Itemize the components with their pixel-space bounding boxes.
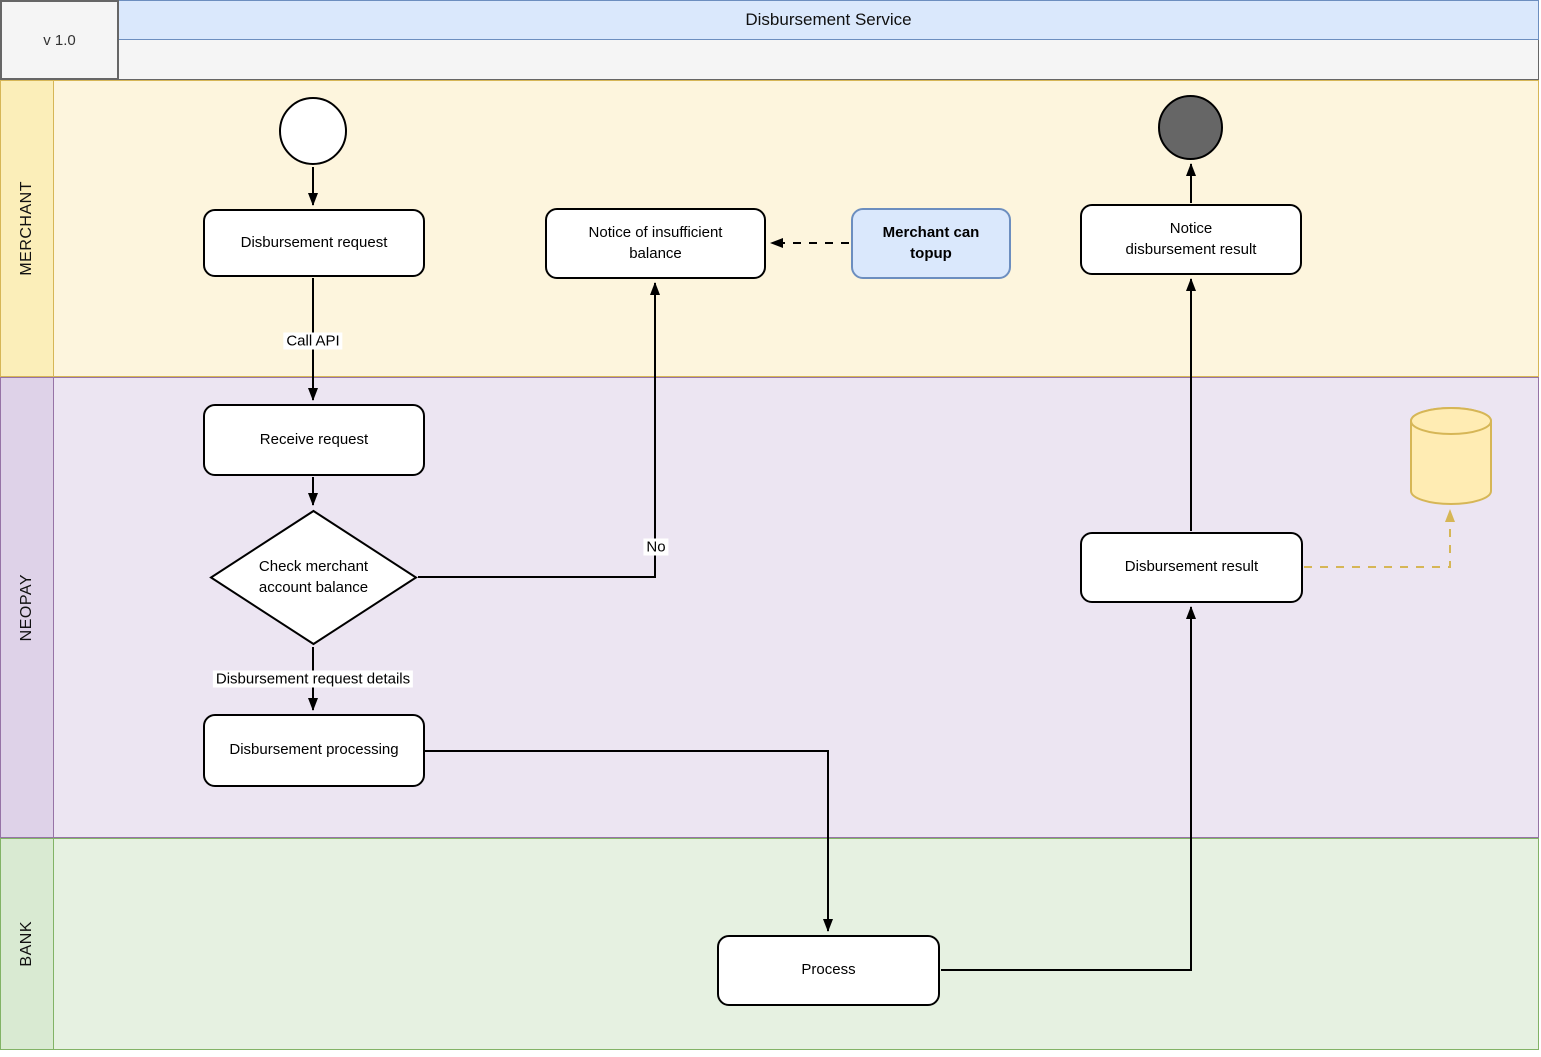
page-title: Disbursement Service bbox=[745, 10, 912, 29]
task-notice-insufficient-balance[interactable]: Notice of insufficient balance bbox=[545, 208, 766, 279]
lane-neopay-title-strip[interactable]: NEOPAY bbox=[1, 378, 54, 837]
decision-label: Check merchant account balance bbox=[258, 558, 369, 596]
task-label: Process bbox=[801, 961, 856, 979]
lane-merchant-label: MERCHANT bbox=[18, 181, 35, 276]
decision-diamond-shape bbox=[209, 509, 418, 646]
lane-bank-title-strip[interactable]: BANK bbox=[1, 839, 54, 1049]
header-sub-bar bbox=[118, 39, 1539, 80]
lane-neopay-label: NEOPAY bbox=[18, 573, 35, 642]
task-label: Disbursement processing bbox=[229, 741, 399, 759]
task-label-line2: balance bbox=[629, 244, 682, 262]
note-label-line2: topup bbox=[910, 244, 952, 262]
task-notice-disbursement-result[interactable]: Notice disbursement result bbox=[1080, 204, 1302, 275]
note-merchant-can-topup[interactable]: Merchant can topup bbox=[851, 208, 1011, 279]
task-label: Receive request bbox=[259, 430, 369, 448]
task-label: Disbursement request bbox=[240, 233, 388, 251]
datastore-cylinder-icon[interactable] bbox=[1410, 407, 1492, 506]
task-label-line1: Notice bbox=[1169, 220, 1213, 238]
edge-label-call-api: Call API bbox=[283, 332, 343, 350]
version-box: v 1.0 bbox=[0, 0, 119, 80]
start-event-circle[interactable] bbox=[279, 97, 347, 165]
task-label-line1: Notice of insufficient bbox=[588, 224, 723, 242]
task-process[interactable]: Process bbox=[717, 935, 940, 1006]
task-disbursement-request[interactable]: Disbursement request bbox=[203, 209, 425, 277]
note-label-line1: Merchant can bbox=[882, 224, 980, 242]
task-disbursement-processing[interactable]: Disbursement processing bbox=[203, 714, 425, 787]
task-disbursement-result[interactable]: Disbursement result bbox=[1080, 532, 1303, 603]
task-receive-request[interactable]: Receive request bbox=[203, 404, 425, 476]
lane-merchant-title-strip[interactable]: MERCHANT bbox=[1, 81, 54, 376]
task-label: Disbursement result bbox=[1124, 558, 1259, 576]
diagram-title-bar: Disbursement Service bbox=[118, 0, 1539, 40]
edge-label-no: No bbox=[643, 538, 669, 556]
end-event-circle[interactable] bbox=[1158, 95, 1223, 160]
task-label-line2: disbursement result bbox=[1125, 240, 1257, 258]
lane-bank-label: BANK bbox=[18, 921, 35, 967]
version-label: v 1.0 bbox=[43, 31, 76, 49]
decision-check-merchant-balance[interactable]: Check merchant account balance bbox=[209, 509, 418, 646]
edge-label-request-details: Disbursement request details bbox=[212, 670, 414, 688]
